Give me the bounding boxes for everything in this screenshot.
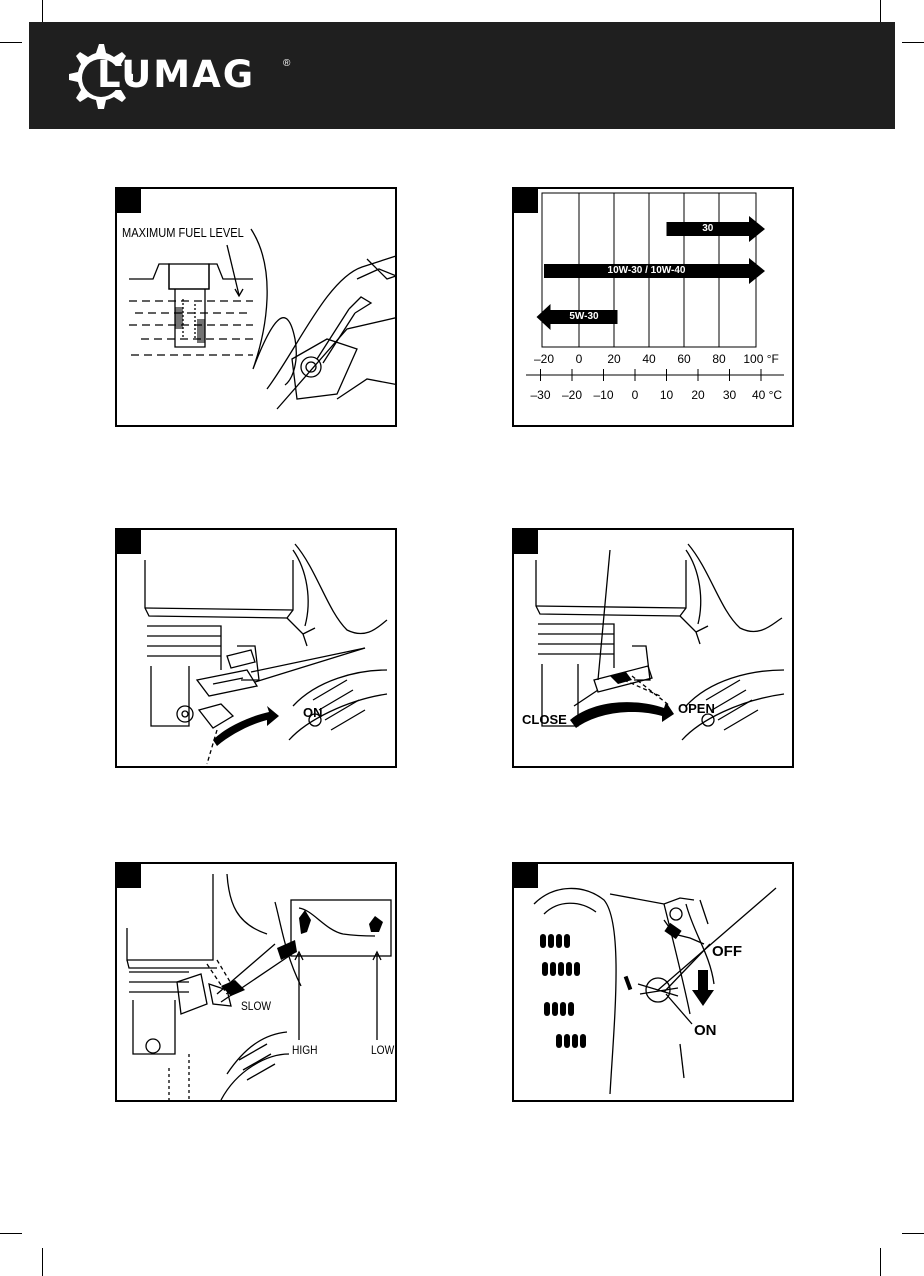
label-high: HIGH [292,1044,318,1056]
choke-illustration [514,530,794,768]
registered-mark: ® [283,58,290,69]
crop-mark [42,0,43,22]
crop-mark [0,42,22,43]
brand-name: LUMAG [97,56,255,93]
figure-fuel-level: MAXIMUM FUEL LEVEL [115,187,397,427]
viscosity-bar-30 [667,216,766,242]
fahrenheit-tick-label: 60 [677,353,690,365]
celsius-tick-label: 10 [660,389,673,401]
celsius-tick-label: –30 [530,389,550,401]
viscosity-bar-label: 30 [702,224,713,234]
celsius-tick-label: 40 °C [752,389,782,401]
label-on: ON [694,1023,717,1038]
fahrenheit-tick-label: 100 °F [743,353,778,365]
crop-mark [880,1248,881,1276]
celsius-tick-label: –20 [562,389,582,401]
figure-oil-viscosity-chart: 30 10W-30 / 10W-40 5W-30 –20 0 20 40 60 80 100 °F… [512,187,794,427]
fahrenheit-tick-label: –20 [534,353,554,365]
label-open: OPEN [678,702,715,715]
crop-mark [42,1248,43,1276]
celsius-tick-label: –10 [593,389,613,401]
fahrenheit-tick-label: 0 [576,353,583,365]
crop-mark [902,42,924,43]
fuel-valve-illustration [117,530,397,768]
brand-logo: LUMAG ® [59,38,299,118]
crop-mark [0,1233,22,1234]
label-max-fuel-level: MAXIMUM FUEL LEVEL [122,226,244,239]
label-low: LOW [371,1044,394,1056]
label-on: ON [303,706,323,719]
header-band: LUMAG ® [29,22,895,129]
label-slow: SLOW [241,1000,271,1012]
celsius-tick-label: 20 [691,389,704,401]
viscosity-bar-label: 10W-30 / 10W-40 [608,266,686,276]
crop-mark [880,0,881,22]
fahrenheit-tick-label: 80 [712,353,725,365]
label-off: OFF [712,944,742,959]
throttle-illustration [117,864,397,1102]
figure-engine-switch: OFF ON [512,862,794,1102]
figure-throttle-lever: SLOW HIGH LOW [115,862,397,1102]
celsius-tick-label: 0 [632,389,639,401]
fahrenheit-tick-label: 40 [642,353,655,365]
engine-switch-illustration [514,864,794,1102]
viscosity-bar-label: 5W-30 [569,312,598,322]
celsius-tick-label: 30 [723,389,736,401]
label-close: CLOSE [522,713,567,726]
figure-choke-lever: CLOSE OPEN [512,528,794,768]
fahrenheit-tick-label: 20 [607,353,620,365]
crop-mark [902,1233,924,1234]
figure-fuel-valve: ON [115,528,397,768]
